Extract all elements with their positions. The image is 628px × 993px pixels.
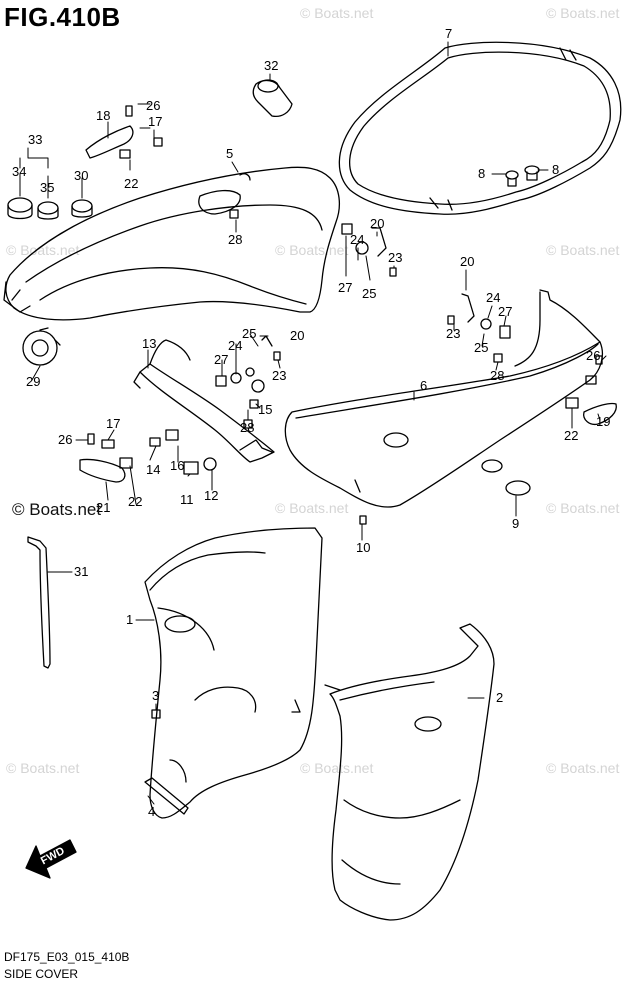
part-7-seal	[338, 41, 622, 215]
part-32-grommet	[252, 79, 293, 118]
callout-20: 20	[290, 328, 304, 343]
part-29-plug	[22, 327, 61, 366]
callout-26: 26	[586, 348, 600, 363]
watermark-text: © Boats.net	[300, 760, 373, 776]
callout-21: 21	[96, 500, 110, 515]
callout-28: 28	[240, 420, 254, 435]
callouts: 1 2 3 4 5 6 7 8 8 9 10 11 12 13 14 15 16…	[12, 26, 610, 819]
callout-28: 28	[228, 232, 242, 247]
watermark-text: © Boats.net	[275, 500, 348, 516]
callout-23: 23	[272, 368, 286, 383]
callout-22: 22	[128, 494, 142, 509]
callout-27: 27	[338, 280, 352, 295]
callout-35: 35	[40, 180, 54, 195]
callout-23: 23	[388, 250, 402, 265]
parts-30-34-35-plugs	[7, 197, 93, 220]
callout-9: 9	[512, 516, 519, 531]
callout-2: 2	[496, 690, 503, 705]
callout-3: 3	[152, 688, 159, 703]
part-2-side-panel	[324, 623, 495, 921]
watermark-text: © Boats.net	[300, 5, 373, 21]
small-hardware	[87, 105, 603, 815]
figure-title: FIG.410B	[4, 2, 121, 32]
callout-25: 25	[242, 326, 256, 341]
callout-15: 15	[258, 402, 272, 417]
callout-26: 26	[58, 432, 72, 447]
figure-name: SIDE COVER	[4, 967, 79, 981]
part-5-upper-cover	[3, 166, 341, 321]
part-8-grommets	[505, 165, 540, 187]
watermark-text: © Boats.net	[275, 242, 348, 258]
callout-8: 8	[478, 166, 485, 181]
callout-14: 14	[146, 462, 160, 477]
callout-24: 24	[350, 232, 364, 247]
callout-24: 24	[486, 290, 500, 305]
watermark-text: © Boats.net	[546, 500, 619, 516]
watermark-text: © Boats.net	[546, 242, 619, 258]
callout-5: 5	[226, 146, 233, 161]
callout-6: 6	[420, 378, 427, 393]
watermark-text: © Boats.net	[546, 5, 619, 21]
callout-26: 26	[146, 98, 160, 113]
callout-20: 20	[460, 254, 474, 269]
part-1-side-panel	[144, 527, 323, 819]
leader-lines	[19, 41, 607, 805]
part-31-strap	[27, 536, 51, 669]
callout-17: 17	[106, 416, 120, 431]
parts-18-19-21-handles	[79, 125, 617, 483]
callout-13: 13	[142, 336, 156, 351]
callout-27: 27	[214, 352, 228, 367]
callout-31: 31	[74, 564, 88, 579]
callout-23: 23	[446, 326, 460, 341]
callout-32: 32	[264, 58, 278, 73]
callout-20: 20	[370, 216, 384, 231]
callout-25: 25	[362, 286, 376, 301]
callout-22: 22	[564, 428, 578, 443]
callout-17: 17	[148, 114, 162, 129]
part-9-plug	[505, 480, 531, 496]
watermark-text: © Boats.net	[6, 242, 79, 258]
brand-label: © Boats.net	[12, 500, 102, 519]
callout-19: 19	[596, 414, 610, 429]
callout-24: 24	[228, 338, 242, 353]
callout-16: 16	[170, 458, 184, 473]
figure-code: DF175_E03_015_410B	[4, 950, 130, 964]
callout-7: 7	[445, 26, 452, 41]
watermark-text: © Boats.net	[6, 760, 79, 776]
fwd-arrow	[25, 839, 77, 879]
callout-30: 30	[74, 168, 88, 183]
callout-27: 27	[498, 304, 512, 319]
watermarks: © Boats.net © Boats.net © Boats.net © Bo…	[6, 5, 619, 776]
callout-34: 34	[12, 164, 26, 179]
callout-22: 22	[124, 176, 138, 191]
callout-1: 1	[126, 612, 133, 627]
callout-11: 11	[180, 492, 194, 507]
callout-29: 29	[26, 374, 40, 389]
part-6-lower-cover	[284, 289, 604, 508]
part-13-bracket	[133, 339, 275, 463]
callout-10: 10	[356, 540, 370, 555]
callout-18: 18	[96, 108, 110, 123]
callout-4: 4	[148, 804, 155, 819]
callout-25: 25	[474, 340, 488, 355]
callout-12: 12	[204, 488, 218, 503]
callout-8: 8	[552, 162, 559, 177]
watermark-text: © Boats.net	[546, 760, 619, 776]
callout-33: 33	[28, 132, 42, 147]
callout-28: 28	[490, 368, 504, 383]
